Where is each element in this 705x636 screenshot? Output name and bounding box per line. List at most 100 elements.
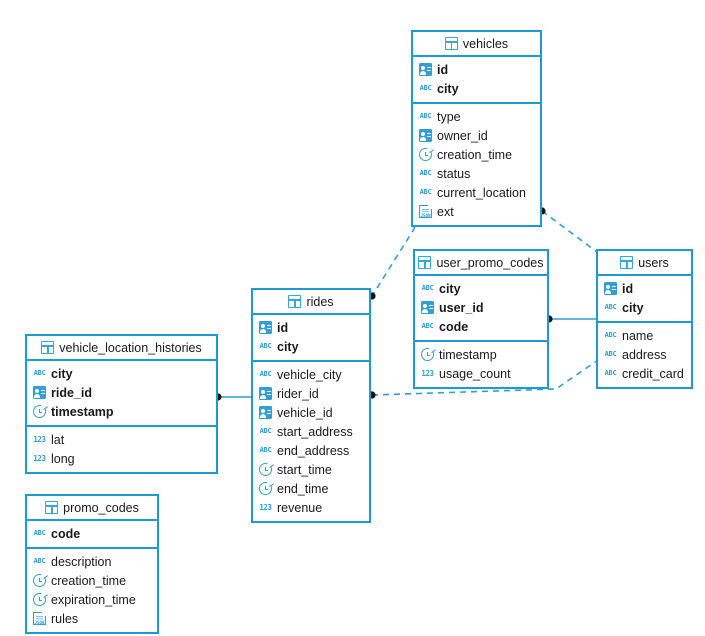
column-row-creation_time[interactable]: creation_time — [27, 571, 157, 590]
123-number-icon: 123 — [33, 453, 46, 463]
abc-text-icon: ABC — [419, 84, 432, 92]
table-grid-icon — [418, 256, 432, 269]
column-name: owner_id — [437, 128, 488, 143]
column-name: lat — [51, 432, 65, 447]
abc-text-icon: ABC — [259, 370, 272, 378]
column-row-creation_time[interactable]: creation_time — [413, 145, 540, 164]
column-row-rider_id[interactable]: rider_id — [253, 384, 369, 403]
table-name: vehicle_location_histories — [59, 340, 202, 355]
column-name: id — [437, 62, 449, 77]
123-number-icon: 123 — [33, 434, 46, 444]
abc-text-icon: ABC — [604, 331, 617, 339]
column-row-id[interactable]: id — [413, 60, 540, 79]
relationship-vehicles-rides[interactable] — [371, 215, 418, 297]
column-name: status — [437, 166, 471, 181]
id-card-icon — [421, 301, 434, 314]
column-row-city[interactable]: ABC city — [415, 279, 547, 298]
abc-text-icon: ABC — [259, 427, 272, 435]
table-grid-icon — [620, 256, 634, 269]
table-name: vehicles — [462, 36, 509, 51]
column-row-user_id[interactable]: user_id — [415, 298, 547, 317]
column-name: credit_card — [622, 366, 684, 381]
column-row-timestamp[interactable]: timestamp — [27, 402, 216, 421]
column-row-ext[interactable]: ext — [413, 202, 540, 221]
column-name: user_id — [439, 300, 484, 315]
column-name: city — [439, 281, 461, 296]
abc-text-icon: ABC — [259, 342, 272, 350]
column-row-owner_id[interactable]: owner_id — [413, 126, 540, 145]
column-row-rules[interactable]: rules — [27, 609, 157, 628]
column-name: revenue — [277, 500, 323, 515]
relationship-vehicles-users[interactable] — [541, 210, 602, 256]
column-name: timestamp — [51, 404, 114, 419]
abc-text-icon: ABC — [33, 369, 46, 377]
column-row-id[interactable]: id — [598, 279, 691, 298]
column-name: rules — [51, 611, 79, 626]
table-header-users[interactable]: users — [598, 251, 691, 276]
table-header-rides[interactable]: rides — [253, 290, 369, 315]
column-name: vehicle_id — [277, 405, 333, 420]
column-name: expiration_time — [51, 592, 136, 607]
column-row-id[interactable]: id — [253, 318, 369, 337]
abc-text-icon: ABC — [419, 169, 432, 177]
table-grid-icon — [288, 295, 302, 308]
clock-icon — [33, 571, 48, 587]
column-name: vehicle_city — [277, 367, 342, 382]
column-row-ride_id[interactable]: ride_id — [27, 383, 216, 402]
table-header-vehicles[interactable]: vehicles — [413, 32, 540, 57]
column-name: end_time — [277, 481, 329, 496]
column-row-end_time[interactable]: end_time — [253, 479, 369, 498]
column-name: city — [277, 339, 299, 354]
123-number-icon: 123 — [421, 368, 434, 378]
column-row-vehicle_id[interactable]: vehicle_id — [253, 403, 369, 422]
column-row-status[interactable]: ABC status — [413, 164, 540, 183]
column-row-city[interactable]: ABC city — [253, 337, 369, 356]
column-row-expiration_time[interactable]: expiration_time — [27, 590, 157, 609]
json-doc-icon — [33, 611, 47, 625]
column-row-start_time[interactable]: start_time — [253, 460, 369, 479]
table-header-user_promo_codes[interactable]: user_promo_codes — [415, 251, 547, 276]
table-grid-icon — [41, 341, 55, 354]
table-header-promo_codes[interactable]: promo_codes — [27, 496, 157, 521]
column-row-lat[interactable]: 123 lat — [27, 430, 216, 449]
column-name: rider_id — [277, 386, 319, 401]
column-row-vehicle_city[interactable]: ABC vehicle_city — [253, 365, 369, 384]
table-header-vehicle_location_histories[interactable]: vehicle_location_histories — [27, 336, 216, 361]
abc-text-icon: ABC — [604, 303, 617, 311]
abc-text-icon: ABC — [33, 557, 46, 565]
id-card-icon — [419, 63, 432, 76]
column-name: timestamp — [439, 347, 497, 362]
column-row-timestamp[interactable]: timestamp — [415, 345, 547, 364]
clock-icon — [33, 590, 48, 606]
abc-text-icon: ABC — [419, 188, 432, 196]
abc-text-icon: ABC — [421, 284, 434, 292]
